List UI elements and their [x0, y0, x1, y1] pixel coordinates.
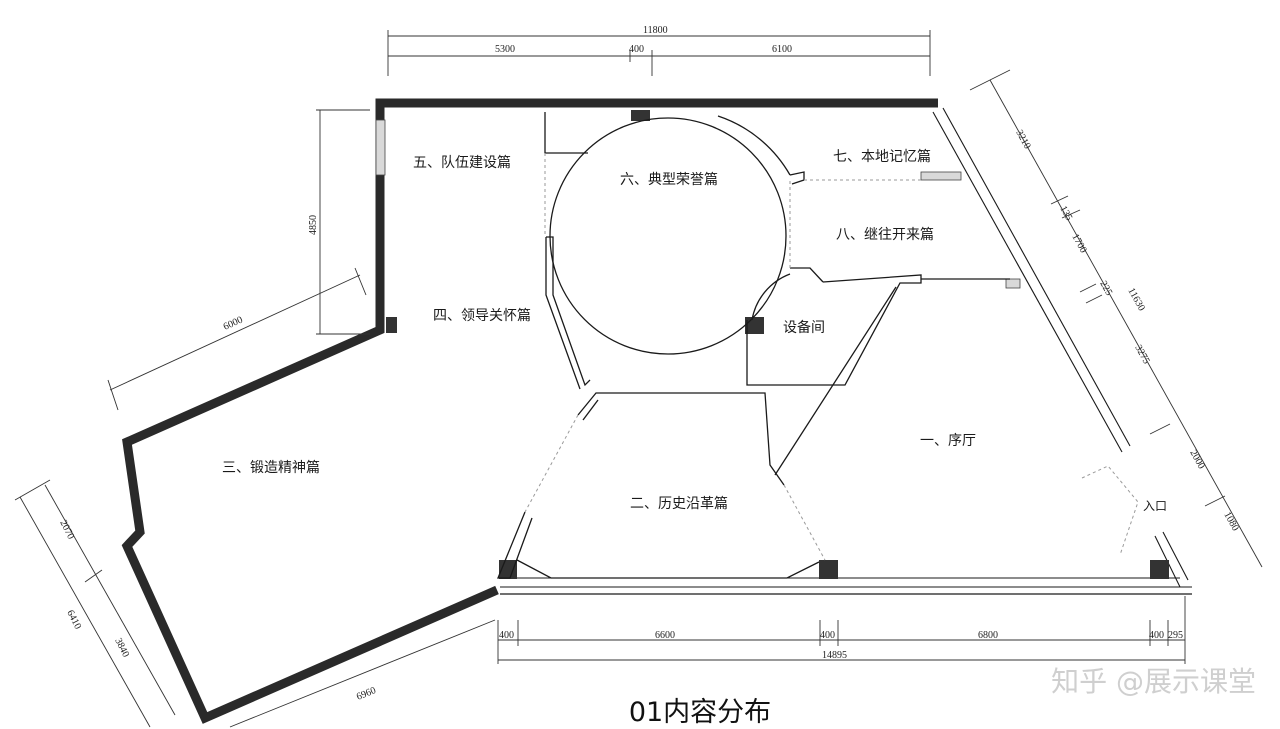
dim-right-f: 2000	[1187, 448, 1206, 471]
partition-hub	[577, 392, 785, 486]
hatch-east-1	[920, 171, 962, 181]
equipment-room-wall	[746, 274, 922, 386]
column-south-2	[819, 560, 838, 579]
dim-left-a: 2070	[57, 518, 76, 541]
column-south-3	[1150, 560, 1169, 579]
dim-bottom-f: 295	[1168, 630, 1183, 641]
dimension-right: 3210 135 1700 225 11630 3275 2000 1080	[969, 69, 1263, 568]
dim-left-height: 4850	[308, 215, 319, 235]
partition-zone2-left	[497, 511, 533, 579]
room-label-zone6: 六、典型荣誉篇	[620, 172, 718, 188]
column-west	[386, 317, 397, 333]
dim-bottom-d: 6800	[978, 630, 998, 641]
room-label-entrance: 入口	[1143, 499, 1167, 513]
dimension-lower-diag: 6960	[229, 619, 496, 728]
partition-hub-edge	[582, 399, 599, 421]
dim-bottom-b: 6600	[655, 630, 675, 641]
entrance-door-swing	[1081, 465, 1139, 556]
circular-outer-arc	[717, 115, 791, 176]
partition-zone8	[790, 267, 824, 283]
dim-right-d: 225	[1097, 279, 1114, 297]
door-zone4-2	[524, 414, 579, 513]
partition-zone2-south	[516, 559, 820, 579]
equipment-diag	[774, 286, 897, 476]
east-wall-outer	[942, 107, 1131, 447]
room-label-zone3: 三、锻造精神篇	[222, 460, 320, 476]
partition-zone5	[544, 112, 588, 154]
room-label-zone7: 七、本地记忆篇	[833, 149, 931, 165]
east-wall-lower-inner	[1162, 531, 1189, 581]
equipment-arc	[751, 273, 791, 321]
diagram-title: 01内容分布	[628, 697, 772, 728]
dim-right-e: 3275	[1132, 343, 1151, 366]
dim-lower-left-diag: 6960	[355, 685, 378, 703]
dim-right-b: 135	[1057, 204, 1074, 222]
hatch-east-2	[1005, 278, 1021, 289]
dim-bottom-a: 400	[499, 630, 514, 641]
dim-top-b: 400	[629, 44, 644, 55]
dim-right-total: 11630	[1125, 286, 1147, 313]
room-label-zone8: 八、继往开来篇	[836, 227, 934, 243]
room-label-zone1: 一、序厅	[920, 433, 976, 449]
dim-top-total: 11800	[643, 25, 668, 36]
dim-top-a: 5300	[495, 44, 515, 55]
dim-top-c: 6100	[772, 44, 792, 55]
partition-zone4-mid	[545, 237, 581, 390]
room-label-zone4: 四、领导关怀篇	[433, 308, 531, 324]
dim-bottom-e: 400	[1149, 630, 1164, 641]
east-wall-inner	[932, 111, 1123, 453]
dimension-bottom: 400 6600 400 6800 400 295 14895	[497, 596, 1186, 664]
circular-room-zone6	[549, 117, 787, 355]
dim-left-b: 3840	[112, 636, 131, 659]
room-label-zone2: 二、历史沿革篇	[630, 496, 728, 512]
door-zone2-1	[783, 484, 826, 561]
dim-right-g: 1080	[1221, 510, 1240, 533]
column-top	[631, 110, 650, 121]
dim-bottom-c: 400	[820, 630, 835, 641]
dim-bottom-total: 14895	[822, 650, 847, 661]
column-equipment	[745, 317, 764, 334]
watermark-text: 知乎 @展示课堂	[1051, 665, 1256, 698]
partition-zone4-left	[546, 236, 591, 387]
dim-right-a: 3210	[1013, 128, 1032, 151]
circle-door-jamb	[789, 171, 805, 185]
dim-left-outer: 6410	[64, 608, 83, 631]
room-label-zone5: 五、队伍建设篇	[413, 155, 511, 171]
dimension-top: 11800 5300 400 6100	[387, 25, 931, 76]
dimension-left: 4850	[308, 109, 370, 335]
west-wall-window	[375, 119, 386, 176]
room-label-equipment: 设备间	[783, 319, 825, 336]
